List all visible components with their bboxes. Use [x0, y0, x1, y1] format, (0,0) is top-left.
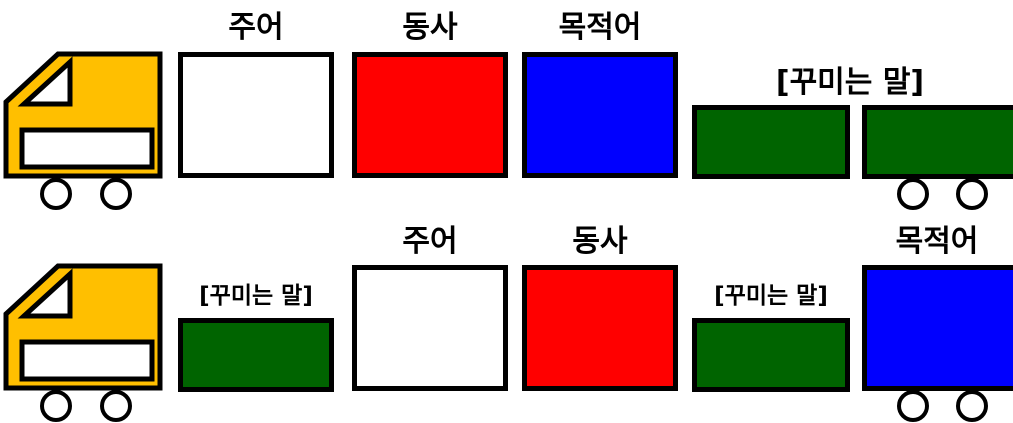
modifier-label: [꾸미는 말] [700, 68, 1000, 98]
modifier-box [692, 105, 850, 179]
verb-box [352, 52, 508, 178]
wheel-icon [897, 178, 929, 210]
truck-cab-icon [0, 262, 165, 392]
verb-box [522, 265, 678, 391]
subject-label: 주어 [178, 13, 334, 43]
object-label: 목적어 [522, 13, 678, 43]
wheel-icon [100, 178, 132, 210]
object-box [522, 52, 678, 178]
modifier-label: [꾸미는 말] [692, 285, 850, 308]
modifier-box [178, 318, 334, 392]
modifier-label: [꾸미는 말] [178, 285, 334, 308]
verb-label: 동사 [522, 227, 678, 257]
wheel-icon [100, 390, 132, 422]
verb-label: 동사 [352, 13, 508, 43]
wheel-icon [897, 390, 929, 422]
truck-cab-icon [0, 50, 165, 180]
modifier-box [862, 105, 1013, 179]
wheel-icon [956, 178, 988, 210]
wheel-icon [40, 178, 72, 210]
wheel-icon [956, 390, 988, 422]
subject-box [352, 265, 508, 391]
wheel-icon [40, 390, 72, 422]
object-box [862, 265, 1013, 391]
object-label: 목적어 [862, 227, 1012, 257]
subject-box [178, 52, 334, 178]
subject-label: 주어 [352, 227, 508, 257]
modifier-box [692, 318, 850, 392]
